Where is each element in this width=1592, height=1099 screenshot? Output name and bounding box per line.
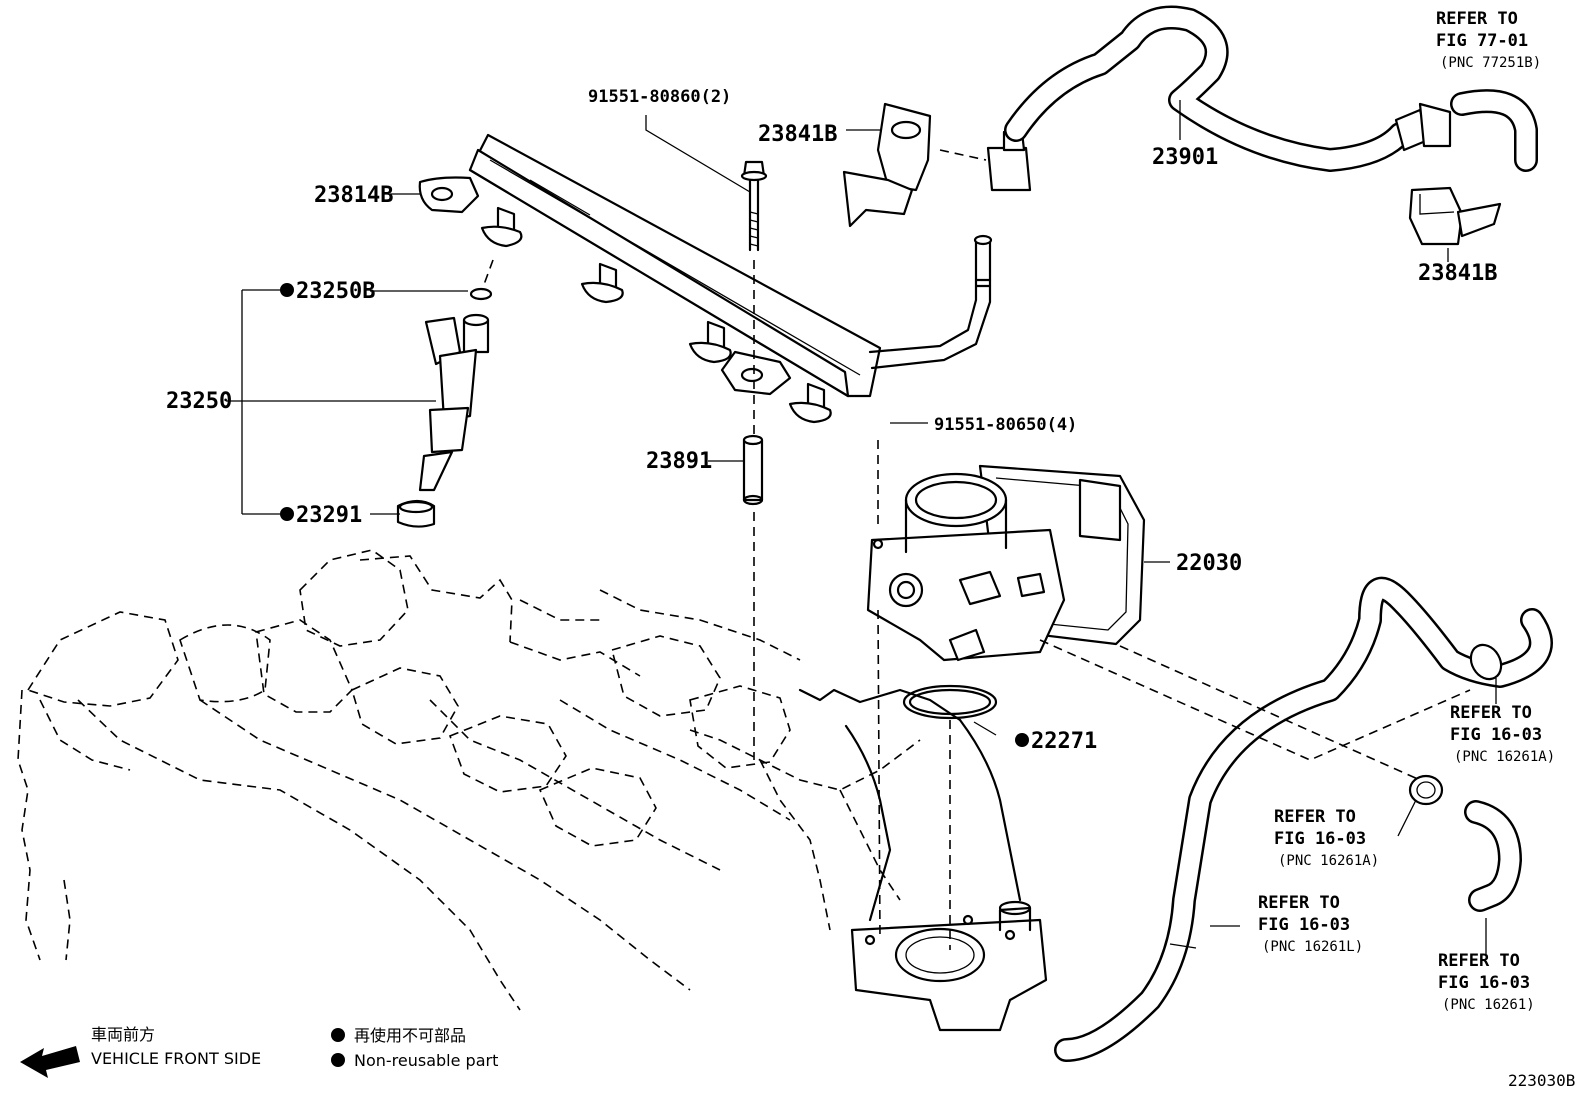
- non-reusable-dot: [280, 283, 294, 297]
- legend-nonreuse-en: Non-reusable part: [354, 1051, 498, 1070]
- label-23841b-right: 23841B: [1418, 261, 1497, 286]
- fuel-hose-23901: [986, 5, 1452, 192]
- ref-77-01-line1: REFER TO: [1436, 9, 1518, 29]
- intake-elbow: [798, 688, 1048, 1032]
- clamp-23841b-top: [842, 102, 932, 228]
- label-22271: 22271: [1031, 729, 1097, 754]
- reference-callouts: REFER TO FIG 77-01 (PNC 77251B) REFER TO…: [1258, 9, 1555, 1013]
- ref-16-03-line2: FIG 16-03: [1438, 973, 1530, 993]
- leader-lines: [226, 100, 1497, 954]
- ref-16-03-l-line1: REFER TO: [1258, 893, 1340, 913]
- non-reusable-dot-icon: [331, 1028, 345, 1042]
- non-reusable-dot: [280, 507, 294, 521]
- label-91551-80650: 91551-80650(4): [934, 415, 1077, 435]
- ref-77-01-pnc: (PNC 77251B): [1440, 55, 1541, 71]
- label-23901: 23901: [1152, 145, 1218, 170]
- label-23250: 23250: [166, 389, 232, 414]
- non-reusable-dot-icon: [331, 1053, 345, 1067]
- ref-16-03-line1: REFER TO: [1438, 951, 1520, 971]
- figure-id: 223030B: [1508, 1071, 1575, 1090]
- ref-16-03-b-line2: FIG 16-03: [1274, 829, 1366, 849]
- label-23250b: 23250B: [296, 279, 375, 304]
- ref-77-01-line2: FIG 77-01: [1436, 31, 1528, 51]
- label-23841b-top: 23841B: [758, 122, 837, 147]
- clamp-23841b-right: [1408, 186, 1502, 246]
- non-reusable-dot: [1015, 733, 1029, 747]
- arrow-left-icon: [20, 1046, 80, 1078]
- water-hose-16261l: [1054, 576, 1553, 1062]
- legend-nonreuse-jp: 再使用不可部品: [354, 1026, 466, 1045]
- water-hose-16261: [1408, 774, 1522, 912]
- ref-16-03-a-line2: FIG 16-03: [1450, 725, 1542, 745]
- ref-16-03-a-pnc: (PNC 16261A): [1454, 749, 1555, 765]
- legend-front-en: VEHICLE FRONT SIDE: [91, 1049, 261, 1068]
- label-91551-80860: 91551-80860(2): [588, 87, 731, 107]
- ref-16-03-l-pnc: (PNC 16261L): [1262, 939, 1363, 955]
- assembly-lines: [481, 149, 1471, 950]
- legend-front-jp: 車両前方: [91, 1025, 155, 1044]
- bolt-91551-80860: [740, 160, 768, 252]
- label-23891: 23891: [646, 449, 712, 474]
- label-23814b: 23814B: [314, 183, 393, 208]
- fuel-delivery-pipe: [418, 133, 993, 424]
- part-labels: 91551-80860(2) 23841B 23814B 23250B 2325…: [166, 87, 1497, 754]
- throttle-body-22030: [866, 464, 1146, 662]
- engine-phantom-outline: [17, 549, 921, 1011]
- legend: 車両前方 VEHICLE FRONT SIDE 再使用不可部品 Non-reus…: [20, 1025, 498, 1078]
- label-22030: 22030: [1176, 551, 1242, 576]
- ref-16-03-b-line1: REFER TO: [1274, 807, 1356, 827]
- ref-16-03-b-pnc: (PNC 16261A): [1278, 853, 1379, 869]
- ref-16-03-l-line2: FIG 16-03: [1258, 915, 1350, 935]
- hose-77251b: [1450, 89, 1538, 172]
- ref-16-03-a-line1: REFER TO: [1450, 703, 1532, 723]
- label-23291: 23291: [296, 503, 362, 528]
- gasket-22271: [902, 684, 998, 720]
- ref-16-03-pnc: (PNC 16261): [1442, 997, 1535, 1013]
- fuel-injector-23250: [396, 287, 493, 528]
- spacer-23891: [742, 434, 764, 506]
